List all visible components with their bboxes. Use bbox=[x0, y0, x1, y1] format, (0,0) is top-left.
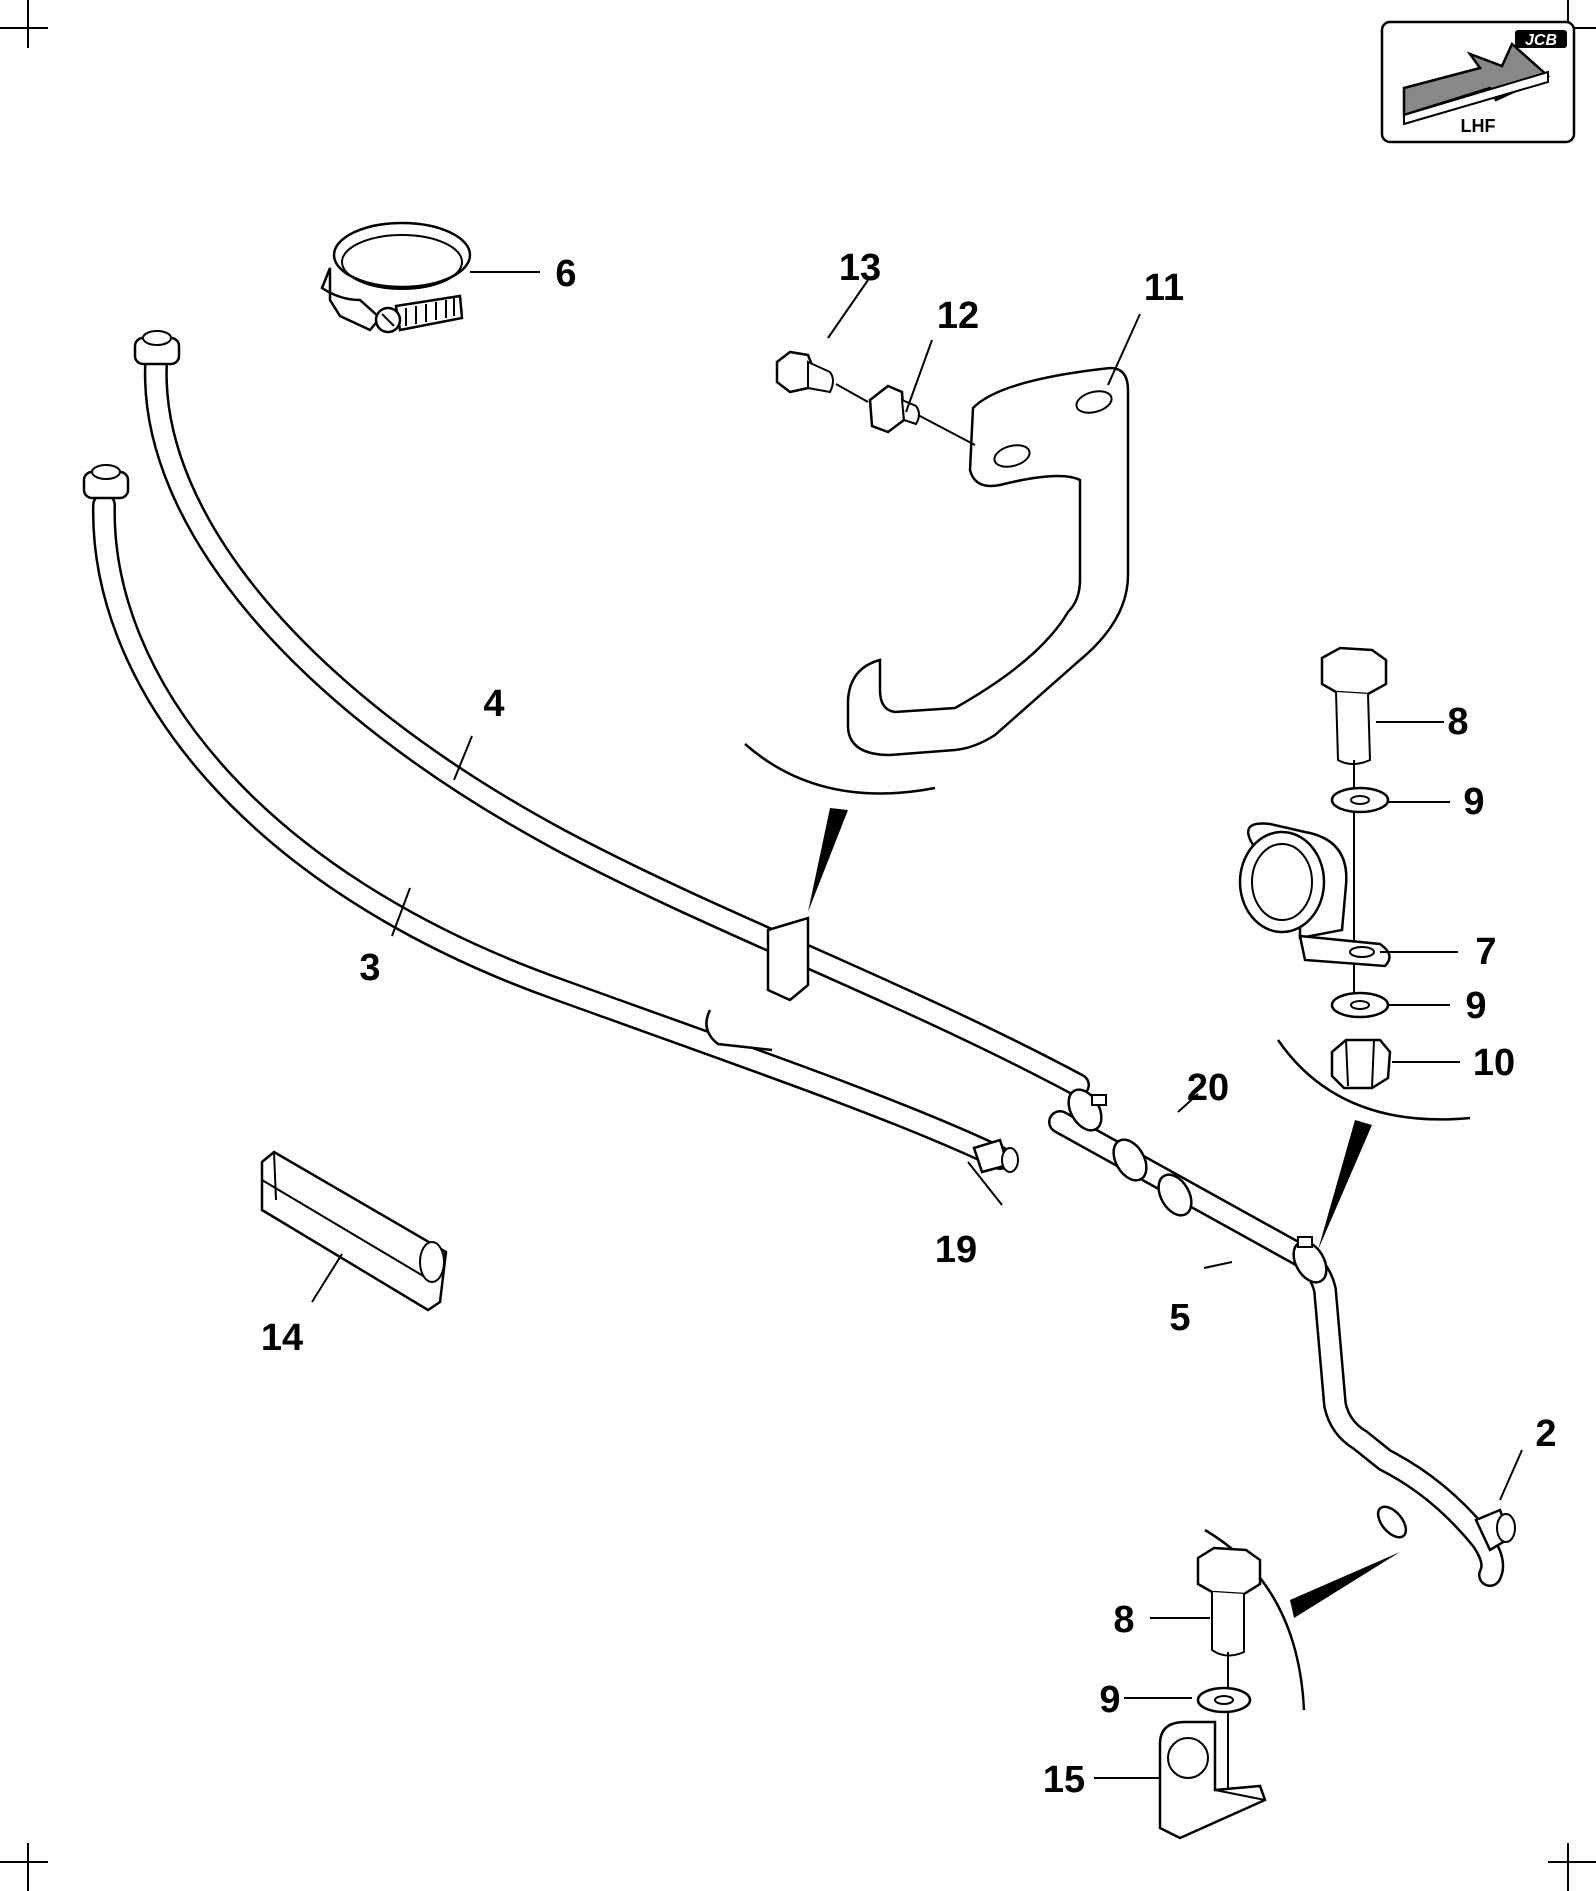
label-6: 6 bbox=[555, 253, 576, 295]
part-labels: 6 13 12 11 4 3 8 9 7 9 10 20 19 5 14 2 8… bbox=[261, 247, 1557, 1801]
detail-callouts bbox=[744, 743, 1471, 1711]
hose-4 bbox=[133, 330, 1090, 1097]
label-8-lower: 8 bbox=[1113, 1599, 1134, 1641]
washer-9-upper bbox=[1330, 786, 1390, 814]
pipe-5 bbox=[1048, 1110, 1505, 1587]
label-2: 2 bbox=[1535, 1413, 1556, 1455]
bolt-8-lower bbox=[1196, 1546, 1262, 1657]
mounting-bracket-11 bbox=[846, 366, 1130, 757]
label-19: 19 bbox=[935, 1229, 977, 1271]
label-13: 13 bbox=[839, 247, 881, 289]
hose-3 bbox=[82, 464, 1019, 1174]
label-10: 10 bbox=[1473, 1042, 1515, 1084]
leader-lines bbox=[311, 271, 1523, 1779]
bolt-axis-line bbox=[835, 383, 976, 446]
bolt-8-upper bbox=[1320, 646, 1388, 765]
label-11: 11 bbox=[1144, 267, 1184, 309]
ground-plane bbox=[1403, 70, 1549, 126]
p-clamp-7 bbox=[1238, 822, 1391, 968]
label-12: 12 bbox=[937, 295, 979, 337]
bolt-13 bbox=[775, 350, 834, 394]
brand-logo-text: JCB bbox=[1525, 32, 1557, 49]
label-9-middle: 9 bbox=[1465, 985, 1486, 1027]
label-4: 4 bbox=[483, 683, 504, 725]
label-8-upper: 8 bbox=[1447, 701, 1468, 743]
label-14: 14 bbox=[261, 1317, 303, 1359]
label-7: 7 bbox=[1475, 931, 1496, 973]
hose-support-bracket bbox=[766, 916, 810, 1002]
washer-9-lower bbox=[1196, 1686, 1252, 1714]
washer-9-middle bbox=[1330, 991, 1390, 1019]
spacer-12 bbox=[868, 384, 920, 434]
orientation-badge: JCB LHF bbox=[1380, 20, 1576, 144]
nut-10 bbox=[1330, 1038, 1392, 1090]
direction-text: LHF bbox=[1461, 116, 1496, 136]
hose-support-hook bbox=[705, 1009, 773, 1052]
label-3: 3 bbox=[359, 947, 380, 989]
label-20: 20 bbox=[1187, 1067, 1229, 1109]
angle-bracket-15 bbox=[1158, 1720, 1267, 1840]
joint-clamps-20 bbox=[1067, 1088, 1328, 1284]
label-9-upper: 9 bbox=[1463, 781, 1484, 823]
label-5: 5 bbox=[1169, 1297, 1190, 1339]
label-15: 15 bbox=[1043, 1759, 1085, 1801]
hose-clamp-6 bbox=[320, 221, 472, 334]
edge-trim-14 bbox=[260, 1150, 448, 1312]
brand-logo bbox=[1515, 30, 1567, 48]
label-9-lower: 9 bbox=[1099, 1679, 1120, 1721]
elbow-fitting-2 bbox=[1376, 1505, 1516, 1552]
